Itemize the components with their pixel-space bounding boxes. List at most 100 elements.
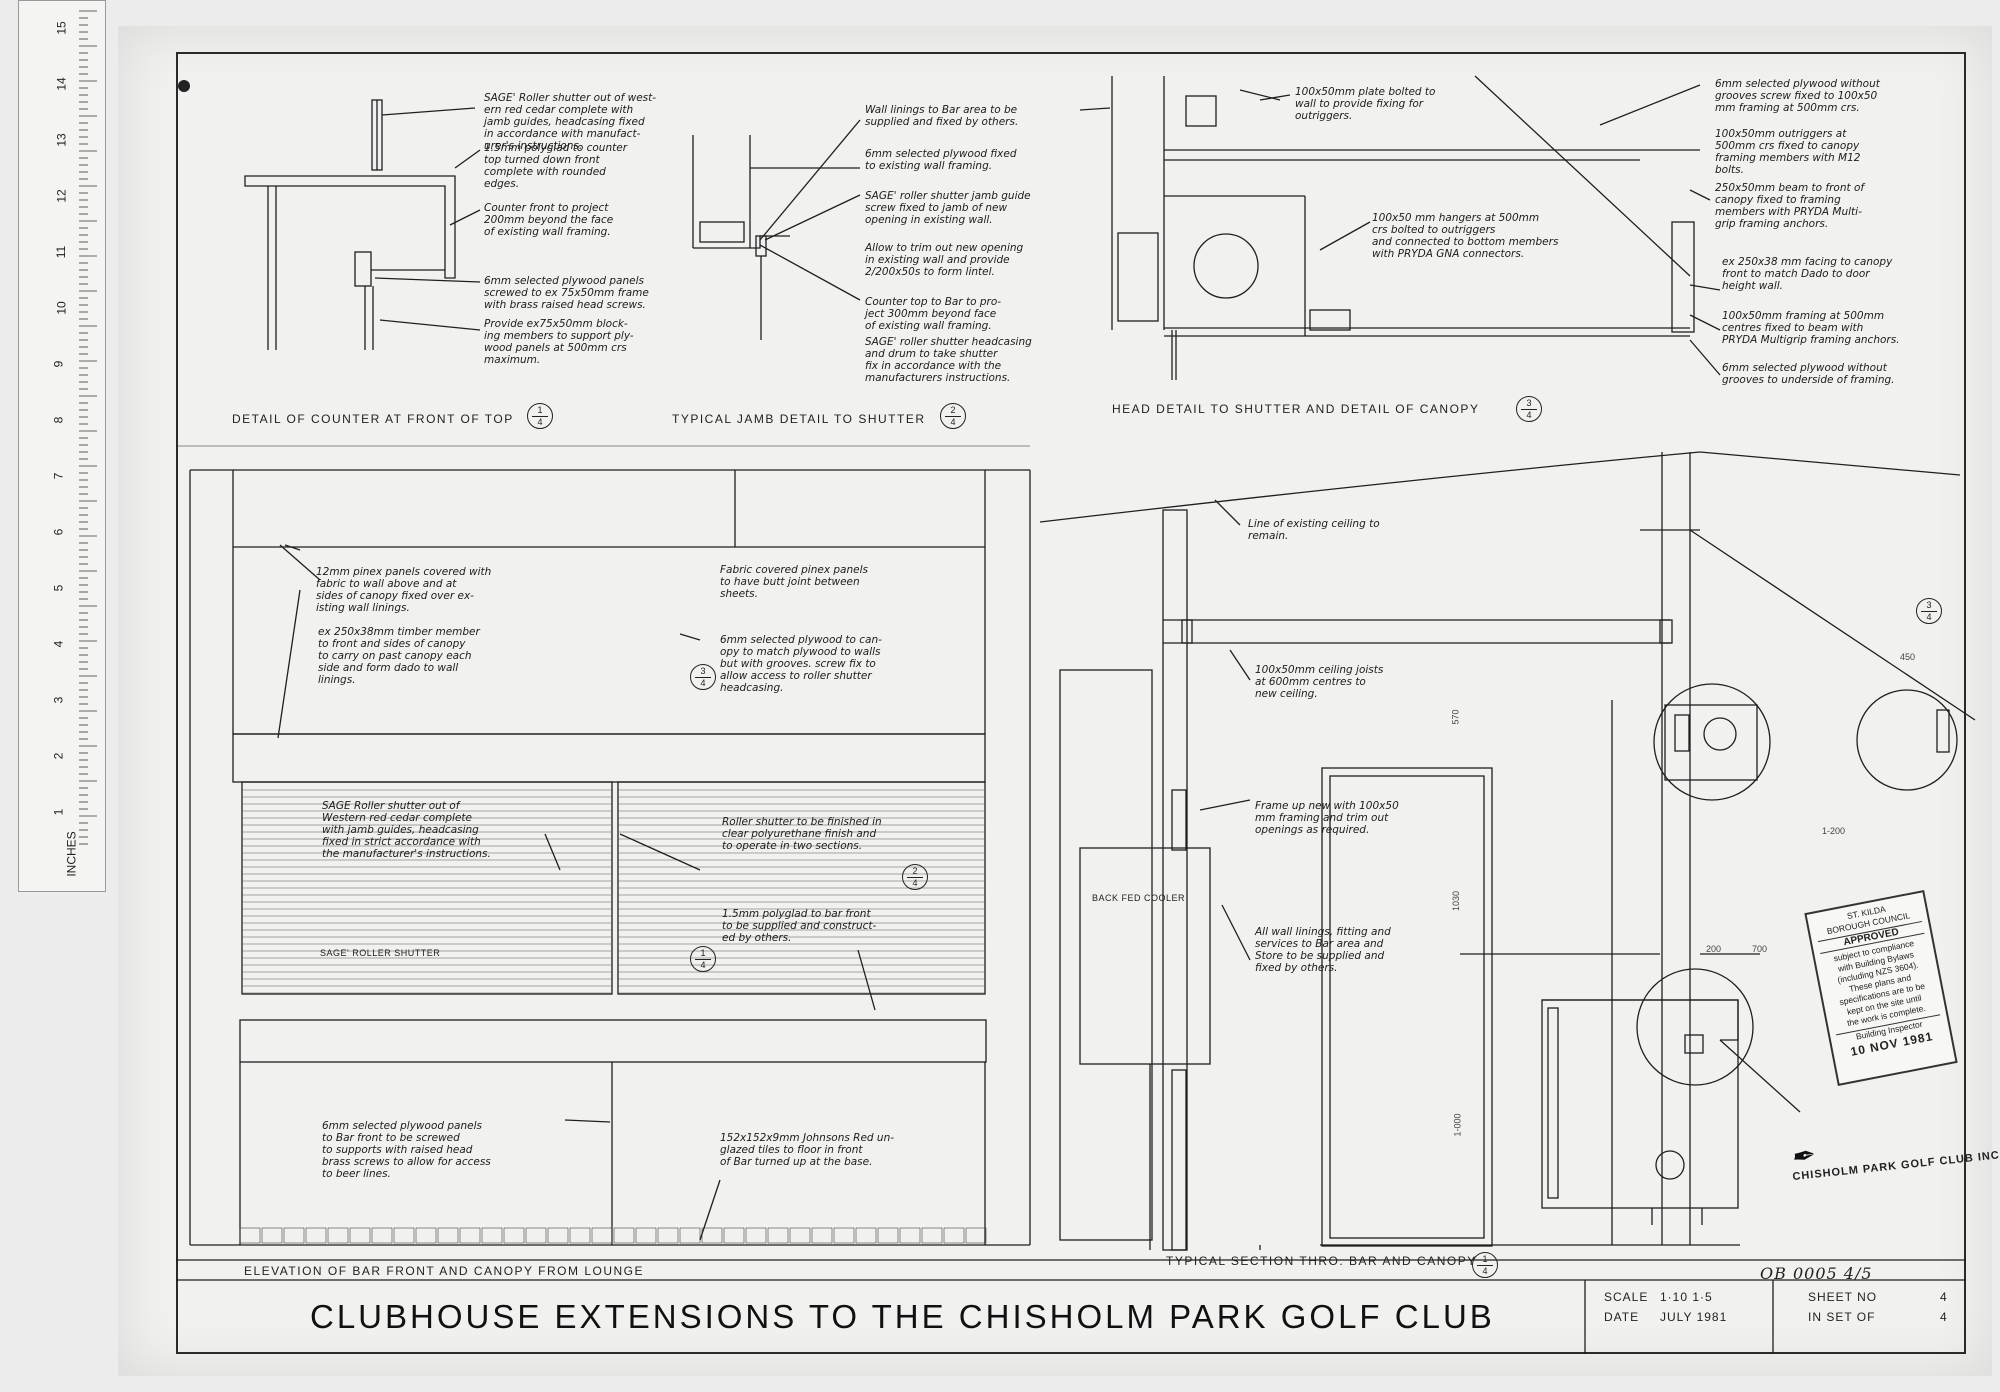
- jamb-detail-caption: TYPICAL JAMB DETAIL TO SHUTTER: [672, 412, 926, 426]
- floor-tile: [591, 1227, 613, 1244]
- floor-tile: [481, 1227, 503, 1244]
- floor-tile: [283, 1227, 305, 1244]
- floor-tile: [327, 1227, 349, 1244]
- floor-tile: [657, 1227, 679, 1244]
- elevation-note-polyglad: 1.5mm polyglad to bar front to be suppli…: [722, 908, 877, 944]
- elevation-drawing: [189, 469, 1031, 1246]
- elevation-note-tiles: 152x152x9mm Johnsons Red un- glazed tile…: [720, 1132, 895, 1168]
- head-note-underside: 6mm selected plywood without grooves to …: [1722, 362, 1895, 386]
- counter-note-projection: Counter front to project 200mm beyond th…: [484, 202, 614, 238]
- floor-tile: [547, 1227, 569, 1244]
- scale-label: SCALE: [1604, 1290, 1649, 1304]
- elevation-note-fabric: Fabric covered pinex panels to have butt…: [720, 564, 868, 600]
- floor-tile: [877, 1227, 899, 1244]
- floor-tile: [349, 1227, 371, 1244]
- section-note-joists: 100x50mm ceiling joists at 600mm centres…: [1255, 664, 1384, 700]
- section-note-frame: Frame up new with 100x50 mm framing and …: [1255, 800, 1399, 836]
- dim-200: 200: [1706, 944, 1722, 954]
- floor-tile: [833, 1227, 855, 1244]
- dim-450: 450: [1900, 652, 1916, 662]
- floor-tile: [393, 1227, 415, 1244]
- elevation-note-pinex: 12mm pinex panels covered with fabric to…: [316, 566, 492, 614]
- head-note-hangers: 100x50 mm hangers at 500mm crs bolted to…: [1372, 212, 1559, 260]
- floor-tile: [415, 1227, 437, 1244]
- floor-tile: [239, 1227, 261, 1244]
- set-label: IN SET OF: [1808, 1310, 1876, 1324]
- section-drawing: [1039, 451, 1976, 1251]
- floor-tile: [943, 1227, 965, 1244]
- floor-tile: [745, 1227, 767, 1244]
- head-note-beam: 250x50mm beam to front of canopy fixed t…: [1715, 182, 1865, 230]
- dim-1200: 1-200: [1822, 826, 1846, 836]
- section-caption: TYPICAL SECTION THRO. BAR AND CANOPY: [1166, 1254, 1477, 1268]
- floor-tile: [305, 1227, 327, 1244]
- signature: ✒︎: [1787, 1138, 1816, 1175]
- floor-tile: [855, 1227, 877, 1244]
- elevation-note-timber: ex 250x38mm timber member to front and s…: [318, 626, 480, 686]
- head-note-facing: ex 250x38 mm facing to canopy front to m…: [1722, 256, 1893, 292]
- floor-tile: [261, 1227, 283, 1244]
- floor-tile: [789, 1227, 811, 1244]
- jamb-note-trim-opening: Allow to trim out new opening in existin…: [865, 242, 1024, 278]
- paper-sheet: [118, 26, 1992, 1376]
- head-note-plywood-top: 6mm selected plywood without grooves scr…: [1715, 78, 1880, 114]
- head-note-plate: 100x50mm plate bolted to wall to provide…: [1295, 86, 1436, 122]
- elevation-note-shutter: SAGE Roller shutter out of Western red c…: [322, 800, 491, 860]
- counter-note-polyglad: 1.5mm polyglad to counter top turned dow…: [484, 142, 628, 190]
- counter-detail-caption: DETAIL OF COUNTER AT FRONT OF TOP: [232, 412, 514, 426]
- sheet-label: SHEET NO: [1808, 1290, 1878, 1304]
- dim-570: 570: [1450, 709, 1461, 725]
- set-value: 4: [1940, 1310, 1948, 1324]
- floor-tile: [503, 1227, 525, 1244]
- floor-tile: [613, 1227, 635, 1244]
- section-note-ceiling: Line of existing ceiling to remain.: [1248, 518, 1380, 542]
- floor-tile: [723, 1227, 745, 1244]
- floor-tile: [899, 1227, 921, 1244]
- elevation-note-canopy-plywood: 6mm selected plywood to can- opy to matc…: [720, 634, 882, 694]
- floor-tile: [811, 1227, 833, 1244]
- counter-note-plywood-panels: 6mm selected plywood panels screwed to e…: [484, 275, 649, 311]
- floor-tile: [965, 1227, 987, 1244]
- date-value: JULY 1981: [1660, 1310, 1728, 1324]
- elevation-caption: ELEVATION OF BAR FRONT AND CANOPY FROM L…: [244, 1264, 644, 1278]
- counter-detail-drawing: [244, 99, 481, 350]
- head-note-framing: 100x50mm framing at 500mm centres fixed …: [1722, 310, 1900, 346]
- jamb-note-wall-linings: Wall linings to Bar area to be supplied …: [865, 104, 1019, 128]
- floor-tile: [679, 1227, 701, 1244]
- floor-tile: [921, 1227, 943, 1244]
- floor-tile: [459, 1227, 481, 1244]
- jamb-note-guide: SAGE' roller shutter jamb guide screw fi…: [865, 190, 1031, 226]
- section-note-linings: All wall linings, fitting and services t…: [1255, 926, 1391, 974]
- counter-note-shutter: SAGE' Roller shutter out of west- ern re…: [484, 92, 657, 152]
- floor-tile: [767, 1227, 789, 1244]
- elevation-note-finish: Roller shutter to be finished in clear p…: [722, 816, 882, 852]
- dim-1030: 1030: [1451, 890, 1462, 912]
- jamb-detail-drawing: [692, 119, 861, 340]
- floor-tile: [701, 1227, 723, 1244]
- sheet-value: 4: [1940, 1290, 1948, 1304]
- jamb-note-plywood: 6mm selected plywood fixed to existing w…: [865, 148, 1017, 172]
- archive-reference: OB 0005 4/5: [1760, 1264, 1873, 1283]
- floor-tile: [635, 1227, 657, 1244]
- elevation-note-bar-panels: 6mm selected plywood panels to Bar front…: [322, 1120, 491, 1180]
- drawing-title: CLUBHOUSE EXTENSIONS TO THE CHISHOLM PAR…: [310, 1298, 1495, 1335]
- title-strip-lines: [176, 1259, 1966, 1354]
- scale-value: 1·10 1·5: [1660, 1290, 1713, 1304]
- jamb-note-headcasing: SAGE' roller shutter headcasing and drum…: [865, 336, 1032, 384]
- floor-tile: [371, 1227, 393, 1244]
- floor-tile: [437, 1227, 459, 1244]
- ruler-ticks: [79, 10, 97, 845]
- floor-tile: [569, 1227, 591, 1244]
- date-label: DATE: [1604, 1310, 1640, 1324]
- dim-700: 700: [1752, 944, 1768, 954]
